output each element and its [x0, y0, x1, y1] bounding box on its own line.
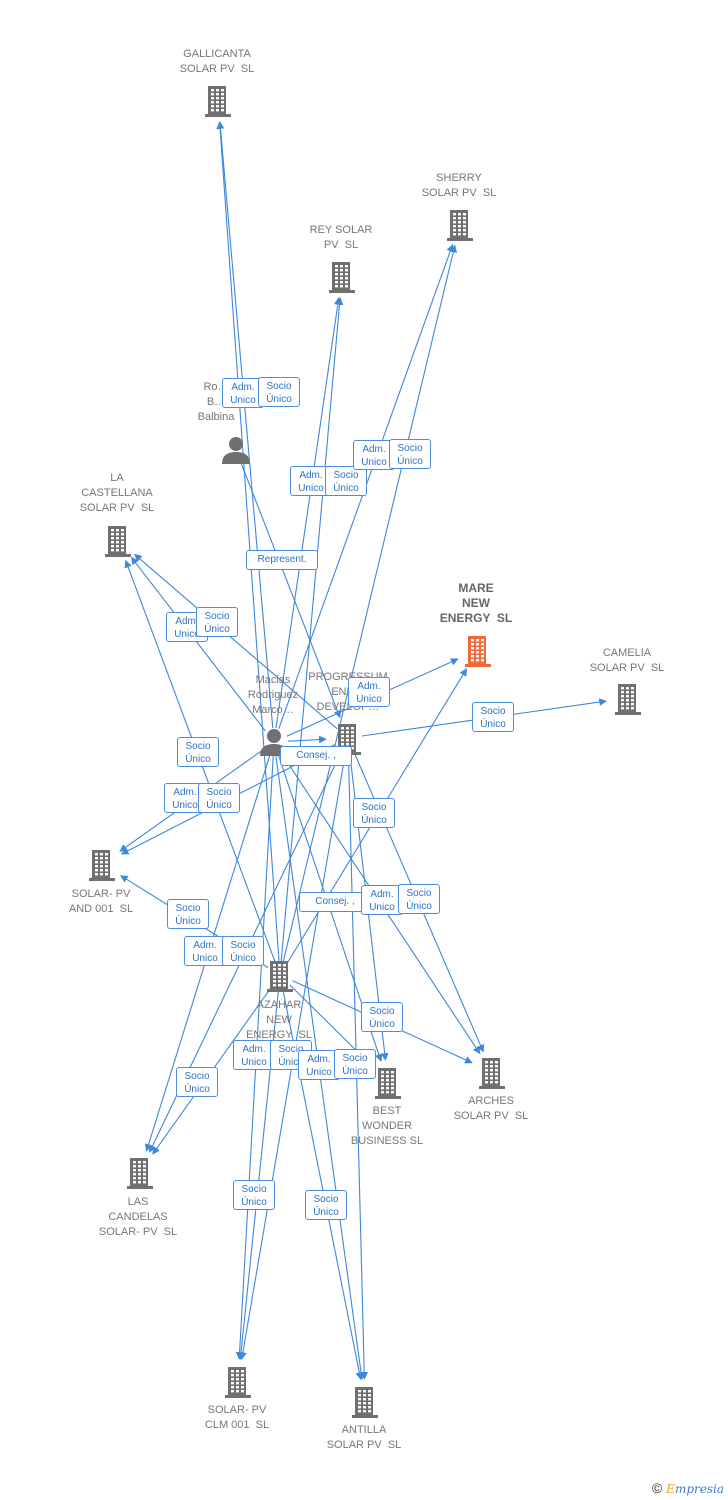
node-label-rey[interactable]: REY SOLAR PV SL — [309, 224, 373, 251]
building-icon-arches[interactable] — [479, 1058, 505, 1089]
node-label-arches[interactable]: ARCHES SOLAR PV SL — [453, 1095, 529, 1122]
edge-azahar-to-gallicanta — [216, 121, 280, 962]
node-label-camelia[interactable]: CAMELIA SOLAR PV SL — [589, 647, 665, 674]
node-label-solar_and[interactable]: SOLAR- PV AND 001 SL — [68, 888, 134, 915]
node-label-sherry[interactable]: SHERRY SOLAR PV SL — [421, 172, 497, 199]
building-icon-solar_and[interactable] — [89, 850, 115, 881]
node-label-best[interactable]: BEST WONDER BUSINESS SL — [350, 1105, 424, 1147]
relation-label[interactable]: Represent. — [246, 550, 318, 570]
copyright-icon: © — [651, 1480, 663, 1496]
building-icon-castellana[interactable] — [105, 526, 131, 557]
building-icon-camelia[interactable] — [615, 684, 641, 715]
brand-footer[interactable]: ©Empresia — [652, 1480, 724, 1496]
edge-macias-to-progressum — [287, 735, 327, 744]
node-label-macias[interactable]: Macias Rodriguez Marco… — [247, 674, 299, 716]
building-icon-sherry[interactable] — [447, 210, 473, 241]
building-icon-mare[interactable] — [465, 636, 491, 667]
edge-azahar-to-sherry — [282, 244, 458, 962]
building-icon-antilla[interactable] — [352, 1387, 378, 1418]
building-icon-gallicanta[interactable] — [205, 86, 231, 117]
node-label-castellana[interactable]: LA CASTELLANA SOLAR PV SL — [79, 472, 155, 514]
node-label-solar_clm[interactable]: SOLAR- PV CLM 001 SL — [204, 1404, 270, 1431]
node-label-mare[interactable]: MARE NEW ENERGY SL — [439, 581, 513, 625]
relation-label[interactable]: Adm.Unico — [298, 1050, 340, 1080]
building-icon-rey[interactable] — [329, 262, 355, 293]
relation-label[interactable]: Adm.Unico — [361, 885, 403, 915]
edge-macias-to-castellana — [130, 556, 266, 732]
edge-macias-to-gallicanta — [216, 121, 274, 729]
relation-label[interactable]: Adm.Unico — [233, 1040, 275, 1070]
edge-macias-to-rey — [275, 297, 342, 729]
relation-label[interactable]: Adm.Unico — [353, 440, 395, 470]
person-icon-balbina[interactable] — [222, 437, 250, 464]
relation-label[interactable]: Consej. ,Consej.… — [280, 746, 352, 766]
edge-progressum-to-castellana — [134, 553, 338, 730]
building-icon-azahar[interactable] — [267, 961, 293, 992]
node-label-candelas[interactable]: LAS CANDELAS SOLAR- PV SL — [98, 1196, 178, 1238]
node-label-azahar[interactable]: AZAHAR NEW ENERGY SL — [246, 999, 312, 1041]
edge-azahar-to-rey — [280, 297, 344, 962]
empresia-logo: Empresia — [666, 1482, 724, 1496]
relation-label[interactable]: Adm.Unico — [184, 936, 226, 966]
building-icon-solar_clm[interactable] — [225, 1367, 251, 1398]
nodes-layer — [89, 86, 641, 1418]
node-label-gallicanta[interactable]: GALLICANTA SOLAR PV SL — [179, 48, 255, 75]
edge-balbina-to-progressum — [240, 462, 342, 719]
building-icon-best[interactable] — [375, 1068, 401, 1099]
relation-label[interactable]: Adm.Unico — [222, 378, 264, 408]
building-icon-candelas[interactable] — [127, 1158, 153, 1189]
node-label-antilla[interactable]: ANTILLA SOLAR PV SL — [326, 1424, 402, 1451]
relation-label[interactable]: Adm.Unico — [348, 677, 390, 707]
